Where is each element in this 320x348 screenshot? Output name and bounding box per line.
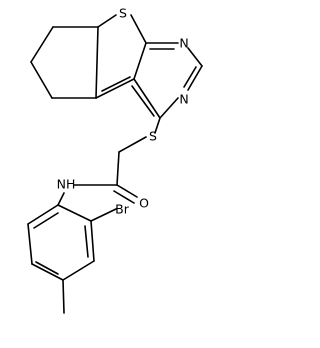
bond-thiophene-c-c: [133, 42, 147, 80]
bond-aryl-br: [90, 208, 117, 222]
bond-thiophene-s-c: [130, 14, 147, 44]
bond-benzene-2: [90, 220, 95, 262]
atom-label-n-lower: N: [179, 92, 188, 107]
bond-benzene-5: [27, 223, 33, 265]
bond-pyrimidine-c-n3: [187, 65, 203, 91]
bond-benzene-6-inner: [33, 212, 59, 229]
bond-thiophene-c4a-c8a: [95, 26, 99, 99]
atom-label-s-thioether: S: [149, 129, 157, 144]
bond-cyclohexane-2: [30, 26, 54, 63]
bond-pyrimidine-n1-c: [187, 47, 203, 67]
atom-labels: S N N S O NH Br: [57, 6, 189, 217]
bond-aryl-methyl: [62, 279, 65, 314]
bond-carbonyl-o-double: [113, 190, 135, 204]
bond-c4-s: [154, 117, 161, 134]
atom-label-nh: NH: [57, 177, 76, 192]
atom-label-n-upper: N: [179, 36, 188, 51]
bond-n-aryl: [57, 192, 65, 206]
atom-label-s-ring: S: [119, 6, 127, 21]
bond-pyrimidine-c-n3-inner: [183, 66, 197, 88]
bonds: [27, 14, 203, 314]
bond-thiophene-c-c-double: [95, 78, 135, 99]
bond-benzene-1: [57, 204, 92, 222]
bond-thiophene-c-c-double-inner: [101, 76, 131, 92]
atom-label-oxygen: O: [139, 196, 149, 211]
bond-benzene-6: [27, 204, 59, 225]
bond-cyclohexane-3: [30, 61, 53, 99]
bond-benzene-4-inner: [35, 261, 59, 275]
bond-thiophene-c8a-s: [97, 14, 117, 28]
bond-benzene-3: [62, 260, 95, 281]
bond-pyrimidine-n3-c4: [159, 97, 179, 119]
bond-s-ch2: [118, 136, 147, 153]
bond-carbonyl-o: [116, 184, 138, 198]
bond-benzene-2-inner: [84, 225, 89, 258]
atom-label-bromine: Br: [115, 202, 130, 217]
bond-ch2-carbonyl: [116, 151, 120, 186]
bond-pyrimidine-c4-c-inner: [131, 85, 155, 117]
molecule-structure-diagram: S N N S O NH Br: [27, 6, 203, 314]
bond-benzene-4: [31, 263, 64, 281]
bond-pyrimidine-c4-c: [133, 78, 161, 119]
